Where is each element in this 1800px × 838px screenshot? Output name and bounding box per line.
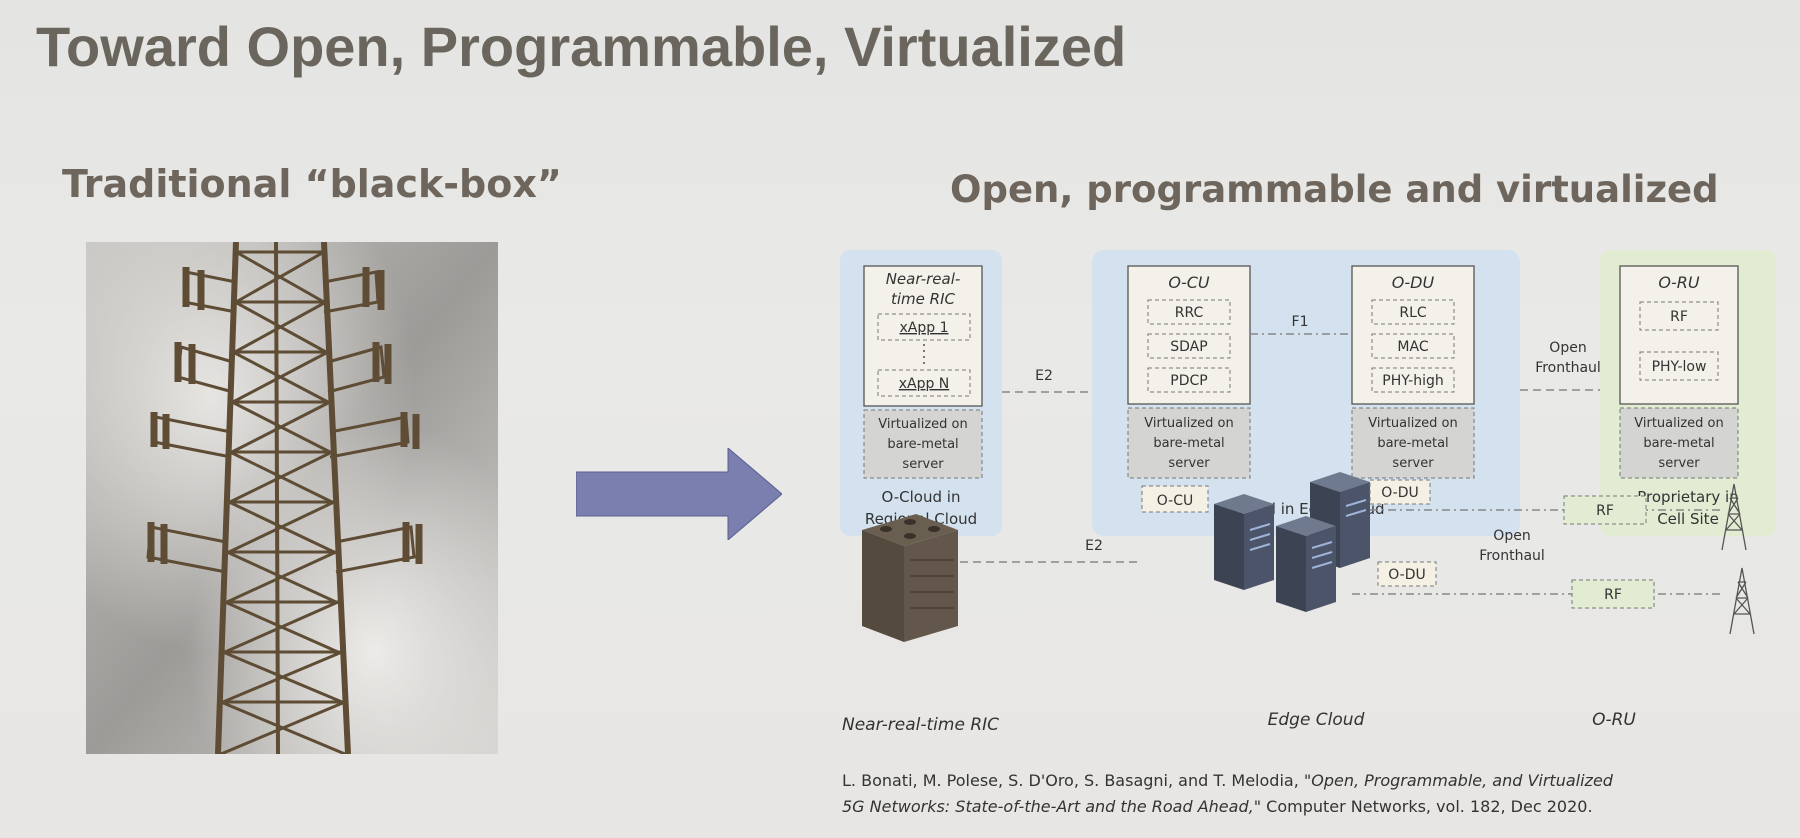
- o-du-tag-bottom: O-DU: [1388, 567, 1426, 583]
- o-du-tag-bottom-box: [1377, 561, 1437, 587]
- rrc-label: RRC: [1175, 305, 1204, 321]
- ric-virt-2: bare-metal: [887, 437, 958, 452]
- ric-server-icon: [862, 514, 958, 642]
- xapp-n-label: xApp N: [899, 376, 950, 392]
- o-du-virt-2: bare-metal: [1377, 436, 1448, 451]
- cell-site-caption-2: Cell Site: [1657, 510, 1719, 528]
- o-ru-virt-box: [1619, 407, 1739, 479]
- mac-label: MAC: [1397, 339, 1428, 355]
- fronthaul-top-2: Fronthaul: [1535, 360, 1601, 376]
- e2-label-top: E2: [1035, 368, 1053, 384]
- rlc-block: [1371, 299, 1455, 325]
- o-ru-box: [1619, 265, 1739, 405]
- rf-top-label: RF: [1596, 503, 1614, 519]
- rf-bottom-box: [1571, 579, 1655, 609]
- transition-arrow: [576, 448, 782, 540]
- xapp-n-block: [877, 369, 971, 397]
- pdcp-label: PDCP: [1170, 373, 1207, 389]
- o-du-title: O-DU: [1392, 273, 1435, 292]
- ric-virt-box: [863, 409, 983, 479]
- near-rt-ric-box: [863, 265, 983, 407]
- o-cu-virt-box: [1127, 407, 1251, 479]
- phy-high-block: [1371, 367, 1455, 393]
- ric-caption: Near-real-time RIC: [842, 715, 999, 735]
- slide-title: Toward Open, Programmable, Virtualized: [36, 15, 1127, 78]
- o-cu-tag: O-CU: [1157, 493, 1193, 509]
- o-du-tag-top: O-DU: [1381, 485, 1419, 501]
- oru-caption: O-RU: [1592, 710, 1636, 730]
- citation-venue: " Computer Networks, vol. 182, Dec 2020.: [1253, 797, 1593, 816]
- fronthaul-bottom-1: Open: [1493, 528, 1530, 544]
- oran-diagram: Near-real- time RIC xApp 1 xApp N Virtua…: [840, 250, 1776, 735]
- pdcp-block: [1147, 367, 1231, 393]
- o-cu-tag-box: [1141, 485, 1209, 513]
- cell-site-caption-1: Proprietary in: [1637, 488, 1738, 506]
- rlc-label: RLC: [1399, 305, 1427, 321]
- citation-title-1: Open, Programmable, and Virtualized: [1311, 771, 1613, 790]
- citation: L. Bonati, M. Polese, S. D'Oro, S. Basag…: [842, 768, 1613, 820]
- rrc-block: [1147, 299, 1231, 325]
- sdap-block: [1147, 333, 1231, 359]
- citation-title-2: 5G Networks: State-of-the-Art and the Ro…: [842, 797, 1254, 816]
- o-cu-virt-1: Virtualized on: [1144, 416, 1234, 431]
- o-ru-virt-3: server: [1658, 456, 1700, 471]
- near-rt-ric-title-2: time RIC: [891, 290, 956, 308]
- o-ru-virt-2: bare-metal: [1643, 436, 1714, 451]
- traditional-heading: Traditional “black-box”: [62, 162, 562, 206]
- o-ru-title: O-RU: [1658, 273, 1699, 292]
- antenna-tower-top-icon: [1721, 483, 1747, 551]
- tower-lattice: [146, 242, 423, 754]
- o-cu-virt-3: server: [1168, 456, 1210, 471]
- rf-top-box: [1563, 495, 1647, 525]
- near-rt-ric-title-1: Near-real-: [886, 270, 961, 288]
- fronthaul-top-1: Open: [1549, 340, 1586, 356]
- o-du-virt-3: server: [1392, 456, 1434, 471]
- rf-block: [1639, 301, 1719, 331]
- o-du-tag-top-box: [1369, 479, 1431, 505]
- ric-virt-3: server: [902, 457, 944, 472]
- phy-high-label: PHY-high: [1382, 373, 1443, 389]
- antenna-tower-bottom-icon: [1729, 567, 1755, 635]
- edge-caption: Edge Cloud: [1268, 710, 1365, 730]
- e2-label-bottom: E2: [1085, 538, 1103, 554]
- rf-bottom-label: RF: [1604, 587, 1622, 603]
- o-cu-title: O-CU: [1168, 273, 1210, 292]
- xapp-1-block: [877, 313, 971, 341]
- phy-low-label: PHY-low: [1652, 359, 1707, 375]
- cell-tower-photo: [86, 242, 498, 754]
- open-heading: Open, programmable and virtualized: [950, 168, 1719, 211]
- xapp-1-label: xApp 1: [900, 320, 949, 336]
- sdap-label: SDAP: [1170, 339, 1207, 355]
- phy-low-block: [1639, 351, 1719, 381]
- mac-block: [1371, 333, 1455, 359]
- citation-authors: L. Bonati, M. Polese, S. D'Oro, S. Basag…: [842, 771, 1312, 790]
- rf-label: RF: [1670, 309, 1688, 325]
- o-cu-virt-2: bare-metal: [1153, 436, 1224, 451]
- regional-cloud-caption-1: O-Cloud in: [882, 488, 961, 506]
- o-ru-virt-1: Virtualized on: [1634, 416, 1724, 431]
- o-du-virt-1: Virtualized on: [1368, 416, 1458, 431]
- o-du-virt-box: [1351, 407, 1475, 479]
- f1-label: F1: [1292, 314, 1309, 330]
- fronthaul-bottom-2: Fronthaul: [1479, 548, 1545, 564]
- ric-virt-1: Virtualized on: [878, 417, 968, 432]
- edge-servers-icon: [1214, 472, 1370, 612]
